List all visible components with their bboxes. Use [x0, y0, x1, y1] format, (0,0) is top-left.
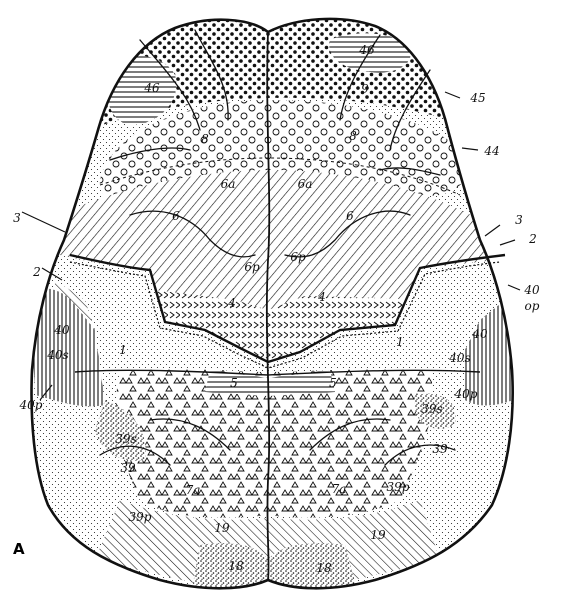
- label-6-right: 6: [346, 209, 354, 223]
- area-40-left-fill: [31, 288, 105, 407]
- label-4-right: 4: [317, 290, 326, 304]
- label-6p-left: 6p: [244, 260, 260, 274]
- label-18-right: 18: [316, 561, 332, 575]
- label-39s-left: 39s: [115, 432, 136, 446]
- area-boundaries: [69, 157, 506, 376]
- label-8: 8: [349, 129, 357, 143]
- area-18-fill: [190, 543, 360, 589]
- area-39s-left-fill: [95, 400, 146, 461]
- label-7a-right: 7a: [332, 482, 347, 496]
- label-3-right: 3: [515, 213, 523, 227]
- label-46-right: 46: [358, 43, 375, 57]
- label-19-right: 19: [370, 528, 386, 542]
- label-6a-right: 6a: [298, 177, 313, 191]
- label-39-left: 39: [120, 461, 136, 475]
- label-19-left: 19: [214, 521, 230, 535]
- label-40s-right: 40s: [448, 351, 470, 365]
- area-1-fill: [40, 258, 513, 375]
- label-40op: 40: [523, 283, 540, 297]
- label-2-right: 2: [528, 232, 537, 246]
- label-18-left: 18: [228, 559, 244, 573]
- label-6-left: 6: [172, 209, 180, 223]
- brain-outline: [30, 17, 514, 590]
- area-8-fill: [99, 100, 471, 200]
- label-2-left: 2: [32, 265, 41, 279]
- label-4-left: 4: [227, 296, 236, 310]
- label-3-left: 3: [13, 211, 21, 225]
- label-5-right: 5: [329, 376, 337, 390]
- sulci-lines: [99, 29, 456, 581]
- label-39-right: 39: [432, 442, 448, 456]
- label-6a-left: 6a: [221, 177, 236, 191]
- label-40-left: 40: [53, 323, 70, 337]
- label-46-left: 46: [143, 81, 160, 95]
- label-9: 9: [361, 82, 369, 96]
- label-1-left: 1: [119, 343, 127, 357]
- area-5-fill: [205, 370, 335, 396]
- area-39s-right-fill: [414, 393, 456, 429]
- label-5-left: 5: [230, 376, 238, 390]
- leader-lines: [21, 91, 521, 401]
- area-labels: 46 46 45 44 9 8 8 6a 6a 6 6 6p 6p 4 4 3 …: [13, 43, 540, 575]
- label-40op-sub: op: [525, 299, 540, 313]
- label-8-left: 8: [201, 132, 209, 146]
- panel-letter: A: [13, 540, 25, 558]
- area-6-fill: [60, 170, 500, 270]
- label-7a-left: 7a: [186, 483, 201, 497]
- label-39p-right: 39p: [387, 480, 410, 494]
- label-1-right: 1: [396, 335, 404, 349]
- label-44: 44: [483, 144, 499, 158]
- label-6p-right: 6p: [290, 250, 306, 264]
- area-4-fill: [155, 290, 415, 362]
- label-39s-right: 39s: [421, 402, 442, 416]
- label-40s-left: 40s: [46, 348, 68, 362]
- area-7a-fill: [116, 368, 433, 518]
- area-46-right-fill: [329, 33, 411, 73]
- central-sulcus: [69, 253, 506, 364]
- label-40p-right: 40p: [454, 387, 478, 401]
- label-40p-left: 40p: [19, 398, 43, 412]
- label-45: 45: [469, 91, 485, 105]
- label-40-right: 40: [471, 327, 488, 341]
- label-39p-left: 39p: [129, 510, 152, 524]
